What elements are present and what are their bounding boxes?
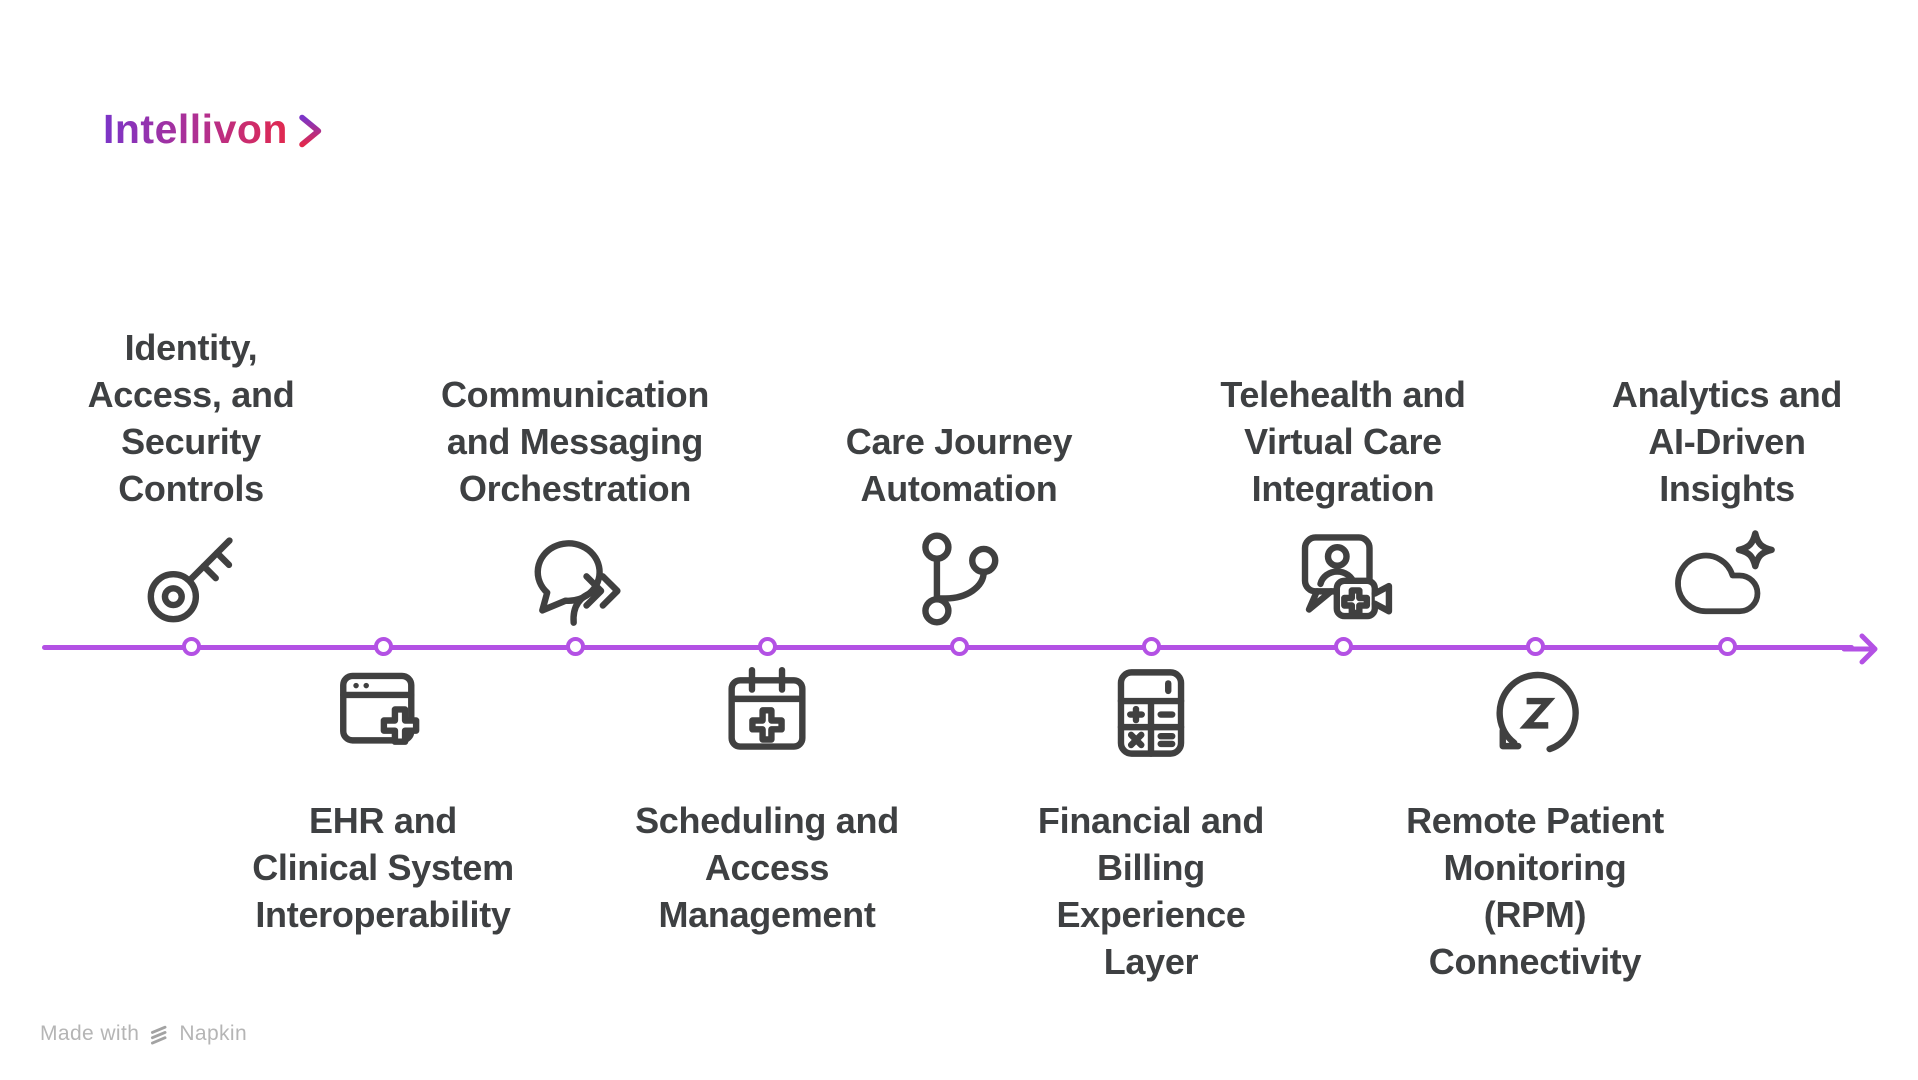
timeline-item-label: Telehealth and Virtual Care Integration [1220,374,1466,509]
timeline-node [1525,637,1545,656]
sync-z-icon [1482,660,1588,766]
timeline-item-label: Scheduling and Access Management [635,800,899,935]
timeline-node [757,637,777,656]
timeline-node [565,637,585,656]
timeline-node [373,637,393,656]
timeline-item-label: Care Journey Automation [845,421,1073,509]
napkin-logo-icon [151,1025,167,1045]
footer-made-with: Made with Napkin [40,1022,247,1046]
message-arrow-icon [522,526,628,632]
timeline-item-label: Identity, Access, and Security Controls [87,327,295,509]
timeline-item-label: Remote Patient Monitoring (RPM) Connecti… [1406,800,1664,982]
timeline-node [949,637,969,656]
chevron-right-icon [299,114,322,147]
ai-cloud-sparkle-icon [1674,526,1780,632]
calculator-icon [1098,660,1204,766]
browser-medical-icon [330,660,436,766]
brand-logo: Intellivon [103,106,329,153]
timeline-node [1717,637,1737,656]
timeline-item-label: Financial and Billing Experience Layer [1037,800,1265,982]
timeline-node [1141,637,1161,656]
brand-name: Intellivon [103,106,288,152]
made-with-text: Made with [40,1022,140,1045]
key-icon [138,526,244,632]
branch-icon [906,526,1012,632]
napkin-brand-text: Napkin [179,1022,248,1045]
timeline-node [1333,637,1353,656]
timeline-item-label: EHR and Clinical System Interoperability [252,800,514,935]
timeline-arrowhead-icon [1842,633,1878,665]
timeline-node [181,637,201,656]
calendar-medical-icon [714,660,820,766]
telehealth-video-icon [1290,526,1396,632]
timeline-line [42,645,1854,650]
timeline-item-label: Communication and Messaging Orchestratio… [440,374,710,509]
timeline-item-label: Analytics and AI-Driven Insights [1611,374,1843,509]
